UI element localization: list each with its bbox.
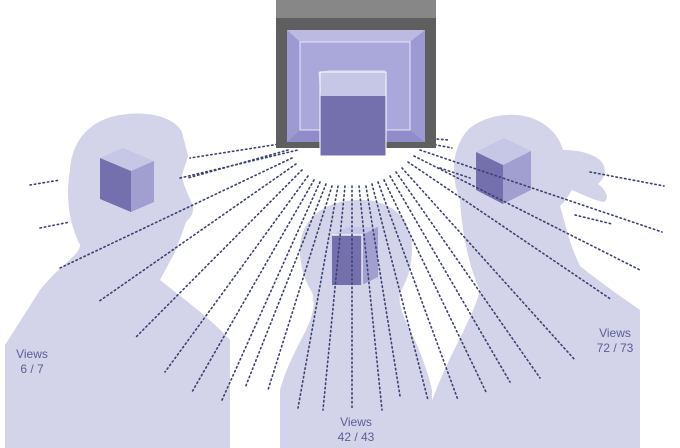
right-head-silhouette [420,114,640,448]
view-label-left-title: Views [16,347,48,361]
view-label-center-value: 42 / 43 [337,430,375,444]
view-ray [413,155,641,271]
view-ray [39,221,71,229]
view-label-center-title: Views [340,415,372,429]
view-ray [365,185,401,397]
right-viewer [420,114,640,448]
view-label-right: Views 72 / 73 [586,326,644,356]
right-head-cube [476,138,531,204]
light-field-display [276,0,436,157]
view-ray [164,175,309,373]
center-viewer [280,199,432,448]
view-ray [187,149,289,179]
view-ray [377,181,459,401]
view-ray [383,179,487,393]
view-ray [29,179,61,186]
view-label-center: Views 42 / 43 [326,415,386,445]
view-label-right-title: Views [599,326,631,340]
view-ray [134,169,303,339]
view-ray [179,149,299,179]
view-ray [389,175,511,383]
view-ray [401,167,576,361]
view-label-left-value: 6 / 7 [20,362,44,376]
view-ray [97,163,297,303]
view-ray [419,149,663,233]
view-ray [574,214,613,225]
left-head-cube [100,148,154,212]
view-ray [244,183,327,389]
view-ray [267,185,333,391]
view-ray [371,183,429,401]
left-head-silhouette [5,113,230,448]
view-label-right-value: 72 / 73 [596,341,634,355]
center-head-silhouette [280,199,432,448]
left-viewer [5,113,230,448]
view-label-left: Views 6 / 7 [12,347,52,377]
view-ray [191,179,315,393]
view-ray [589,171,665,187]
view-rays [29,137,665,411]
view-ray [221,181,321,401]
display-cube [318,70,387,157]
view-ray [189,142,287,159]
view-ray [407,161,613,301]
view-ray [439,167,471,179]
view-ray [59,157,293,269]
